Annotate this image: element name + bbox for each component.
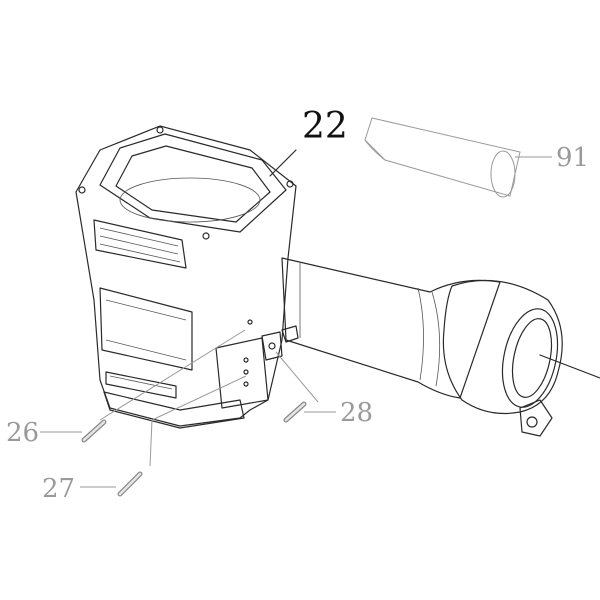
callout-28: 28 — [340, 398, 373, 428]
callout-26: 26 — [6, 418, 39, 448]
leader-22 — [269, 149, 297, 177]
part-22-housing — [75, 125, 299, 429]
handle-end-cup — [442, 279, 600, 437]
part-27-pin — [80, 375, 247, 497]
part-28-pin — [275, 351, 336, 423]
callout-91: 91 — [556, 143, 589, 173]
part-26-pin — [40, 329, 246, 443]
callout-22: 22 — [302, 106, 348, 147]
callout-27: 27 — [42, 474, 75, 504]
handle-tube — [281, 257, 501, 399]
part-91-sleeve — [364, 117, 521, 198]
